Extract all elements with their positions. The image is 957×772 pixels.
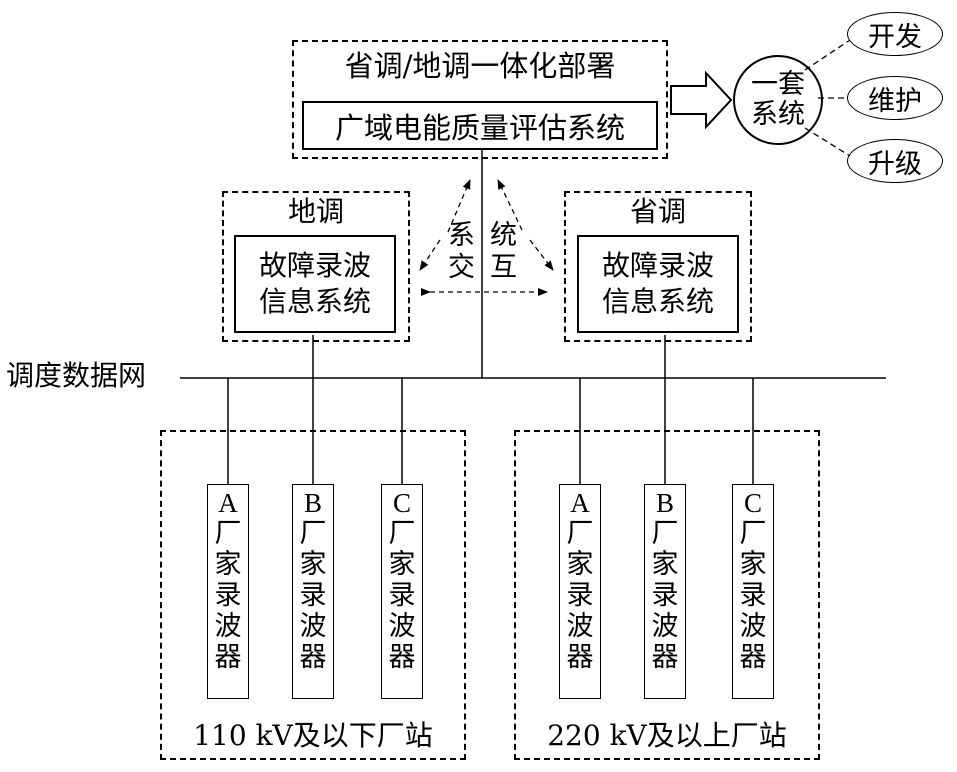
recorder-110-b: B 厂 家 录 波 器 xyxy=(292,484,334,699)
local-dispatch-title: 地调 xyxy=(287,195,344,228)
recorder-char: 器 xyxy=(388,642,416,673)
dispatch-network-label: 调度数据网 xyxy=(6,359,147,392)
recorder-220-b: B 厂 家 录 波 器 xyxy=(644,484,686,699)
recorder-char: 器 xyxy=(739,642,767,673)
recorder-char: 波 xyxy=(388,611,416,642)
recorder-char: 厂 xyxy=(299,518,327,549)
recorder-letter: C xyxy=(392,488,411,518)
provincial-system-line2: 信息系统 xyxy=(601,285,714,318)
recorder-220-c: C 厂 家 录 波 器 xyxy=(732,484,774,699)
recorder-char: 波 xyxy=(566,611,594,642)
recorder-char: 家 xyxy=(651,549,679,580)
recorder-char: 录 xyxy=(651,580,679,611)
recorder-char: 录 xyxy=(299,580,327,611)
local-system-line1: 故障录波 xyxy=(258,249,371,282)
recorder-char: 家 xyxy=(739,549,767,580)
recorder-char: 器 xyxy=(299,642,327,673)
recorder-letter: C xyxy=(743,488,762,518)
recorder-char: 器 xyxy=(651,642,679,673)
local-fault-recorder-system: 故障录波 信息系统 xyxy=(234,235,396,333)
maintain-label: 维护 xyxy=(868,85,922,117)
recorder-char: 家 xyxy=(214,549,242,580)
station-caption-110kv: 110 kV及以下厂站 xyxy=(193,719,433,752)
recorder-letter: B xyxy=(655,488,674,518)
one-system-label-line2: 系统 xyxy=(751,99,805,130)
recorder-char: 波 xyxy=(214,611,242,642)
recorder-char: 家 xyxy=(566,549,594,580)
recorder-110-a: A 厂 家 录 波 器 xyxy=(207,484,249,699)
interaction-char-1: 系 xyxy=(448,220,475,251)
recorder-letter: A xyxy=(570,488,590,518)
recorder-char: 厂 xyxy=(651,518,679,549)
wide-area-system-label: 广域电能质量评估系统 xyxy=(334,110,625,145)
develop-oval: 开发 xyxy=(847,12,943,56)
recorder-char: 厂 xyxy=(566,518,594,549)
top-deployment-group xyxy=(292,40,668,159)
maintain-oval: 维护 xyxy=(847,76,943,120)
recorder-char: 录 xyxy=(214,580,242,611)
oval-connector-3 xyxy=(804,127,851,157)
local-dispatch-group xyxy=(222,191,410,342)
develop-label: 开发 xyxy=(868,21,922,53)
interaction-arrow-left-down xyxy=(419,239,441,271)
recorder-char: 器 xyxy=(214,642,242,673)
recorder-char: 家 xyxy=(388,549,416,580)
recorder-char: 厂 xyxy=(214,518,242,549)
recorder-char: 录 xyxy=(739,580,767,611)
one-system-label-line1: 一套 xyxy=(751,69,805,100)
interaction-arrow-left-up xyxy=(447,179,471,233)
local-system-line2: 信息系统 xyxy=(258,285,371,318)
recorder-char: 波 xyxy=(651,611,679,642)
interaction-char-3: 交 xyxy=(448,252,475,283)
recorder-char: 器 xyxy=(566,642,594,673)
provincial-fault-recorder-system: 故障录波 信息系统 xyxy=(577,235,739,333)
recorder-letter: A xyxy=(218,488,238,518)
top-group-title: 省调/地调一体化部署 xyxy=(344,49,616,83)
recorder-220-a: A 厂 家 录 波 器 xyxy=(559,484,601,699)
wide-area-power-quality-system: 广域电能质量评估系统 xyxy=(302,101,658,150)
interaction-arrow-right-down xyxy=(529,239,554,271)
interaction-char-2: 统 xyxy=(490,220,517,251)
one-system-circle: 一套 系统 xyxy=(733,55,823,145)
interaction-arrow-right-up xyxy=(497,179,523,231)
upgrade-oval: 升级 xyxy=(847,139,943,183)
upgrade-label: 升级 xyxy=(868,148,922,180)
station-group-220kv xyxy=(514,430,820,760)
recorder-110-c: C 厂 家 录 波 器 xyxy=(381,484,423,699)
recorder-char: 波 xyxy=(739,611,767,642)
station-group-110kv xyxy=(160,430,466,760)
recorder-letter: B xyxy=(303,488,322,518)
interaction-char-4: 互 xyxy=(490,252,517,283)
deploy-arrow xyxy=(670,70,733,130)
recorder-char: 厂 xyxy=(388,518,416,549)
recorder-char: 波 xyxy=(299,611,327,642)
recorder-char: 厂 xyxy=(739,518,767,549)
recorder-char: 家 xyxy=(299,549,327,580)
recorder-char: 录 xyxy=(388,580,416,611)
provincial-dispatch-group xyxy=(564,191,752,342)
provincial-dispatch-title: 省调 xyxy=(629,195,686,228)
station-caption-220kv: 220 kV及以上厂站 xyxy=(547,719,787,752)
recorder-char: 录 xyxy=(566,580,594,611)
oval-connector-1 xyxy=(804,39,851,71)
provincial-system-line1: 故障录波 xyxy=(601,249,714,282)
